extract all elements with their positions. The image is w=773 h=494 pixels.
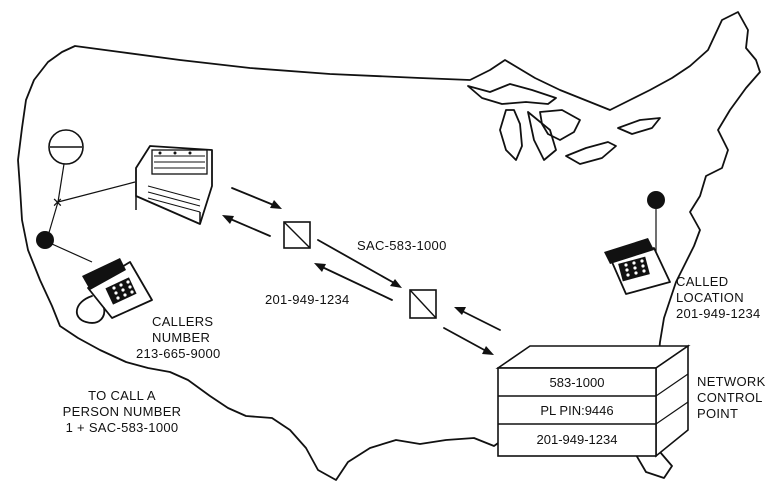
instruction-line2: PERSON NUMBER xyxy=(63,404,182,419)
ncp-label-line2: CONTROL xyxy=(697,390,763,405)
caller-label-line2: NUMBER xyxy=(152,330,210,345)
caller-number: 213-665-9000 xyxy=(136,346,221,361)
called-label-line1: CALLED xyxy=(676,274,728,289)
called-phone-icon xyxy=(604,238,671,295)
instruction-line3: 1 + SAC-583-1000 xyxy=(66,420,179,435)
caller-circuit: ✕ xyxy=(36,129,136,263)
called-number: 201-949-1234 xyxy=(676,306,761,321)
caller-phone-icon xyxy=(76,258,153,324)
caller-label-line1: CALLERS xyxy=(152,314,213,329)
ncp-row-3: 201-949-1234 xyxy=(537,432,618,447)
signal-upper-label: SAC-583-1000 xyxy=(357,238,447,253)
ncp-label-line1: NETWORK xyxy=(697,374,766,389)
ncp-row-1: 583-1000 xyxy=(550,375,605,390)
called-circuit xyxy=(647,191,665,252)
signal-lower-label: 201-949-1234 xyxy=(265,292,350,307)
called-label-line2: LOCATION xyxy=(676,290,744,305)
ncp-label-line3: POINT xyxy=(697,406,738,421)
network-control-point-box: 583-1000 PL PIN:9446 201-949-1234 xyxy=(495,344,691,458)
signal-path xyxy=(222,187,501,355)
caller-node-dot xyxy=(36,231,54,249)
ncp-row-2: PL PIN:9446 xyxy=(540,403,613,418)
instruction-line1: TO CALL A xyxy=(88,388,156,403)
switchboard-console-icon xyxy=(135,145,213,225)
junction-mark: ✕ xyxy=(52,195,63,210)
called-node-dot xyxy=(647,191,665,209)
labels: SAC-583-1000 201-949-1234 CALLERS NUMBER… xyxy=(63,238,766,435)
